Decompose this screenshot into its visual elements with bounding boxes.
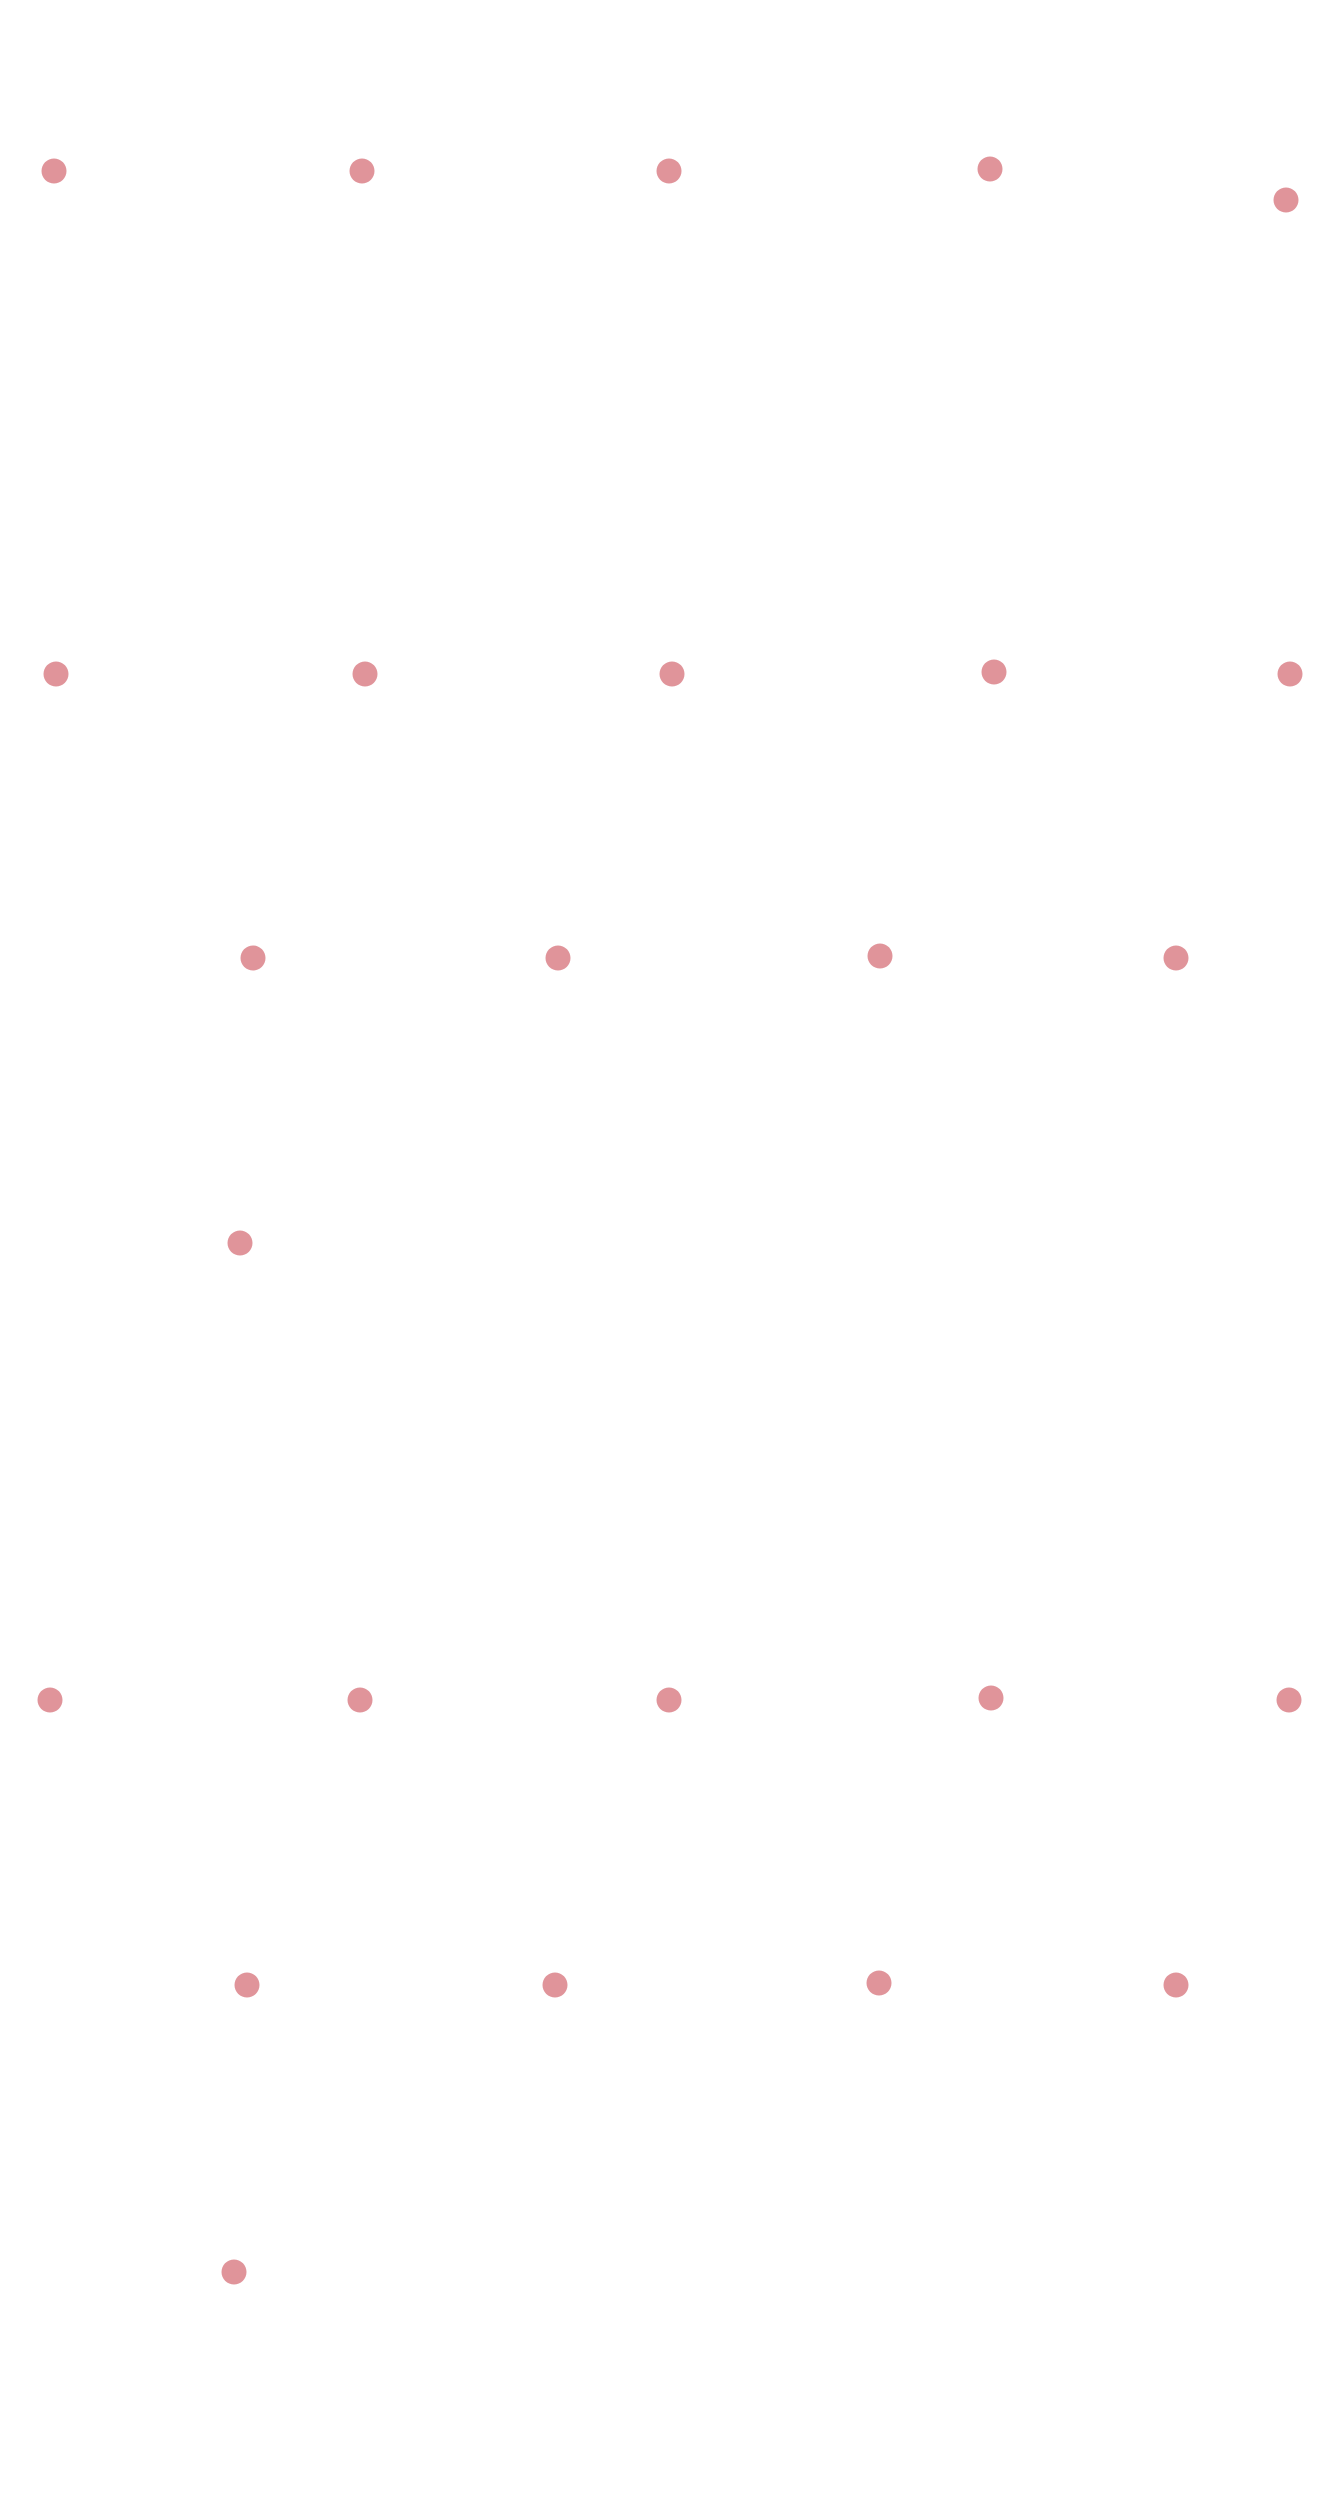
placeholder-dot-icon [545,945,571,971]
placeholder-dot-icon [347,1687,373,1713]
placeholder-dot-icon [656,158,682,184]
placeholder-dot-icon [349,158,375,184]
placeholder-dot-icon [41,158,67,184]
placeholder-dot-icon [240,945,266,971]
placeholder-dot-icon [981,659,1007,685]
placeholder-dot-icon [221,2259,247,2285]
placeholder-dot-icon [37,1687,63,1713]
placeholder-dot-icon [1273,187,1299,213]
placeholder-dot-icon [43,661,69,687]
placeholder-dot-icon [659,661,685,687]
placeholder-dot-icon [977,156,1003,182]
placeholder-dot-icon [978,1685,1004,1711]
placeholder-dot-icon [1276,1687,1302,1713]
placeholder-dot-icon [1163,945,1189,971]
placeholder-dot-icon [1163,1972,1189,1998]
placeholder-dot-icon [656,1687,682,1713]
placeholder-dot-icon [352,661,378,687]
placeholder-dot-icon [542,1972,568,1998]
placeholder-dot-icon [227,1230,253,1256]
placeholder-dot-icon [1277,661,1303,687]
placeholder-dot-icon [866,1970,892,1996]
placeholder-dot-icon [234,1972,260,1998]
placeholder-dot-icon [867,943,893,969]
